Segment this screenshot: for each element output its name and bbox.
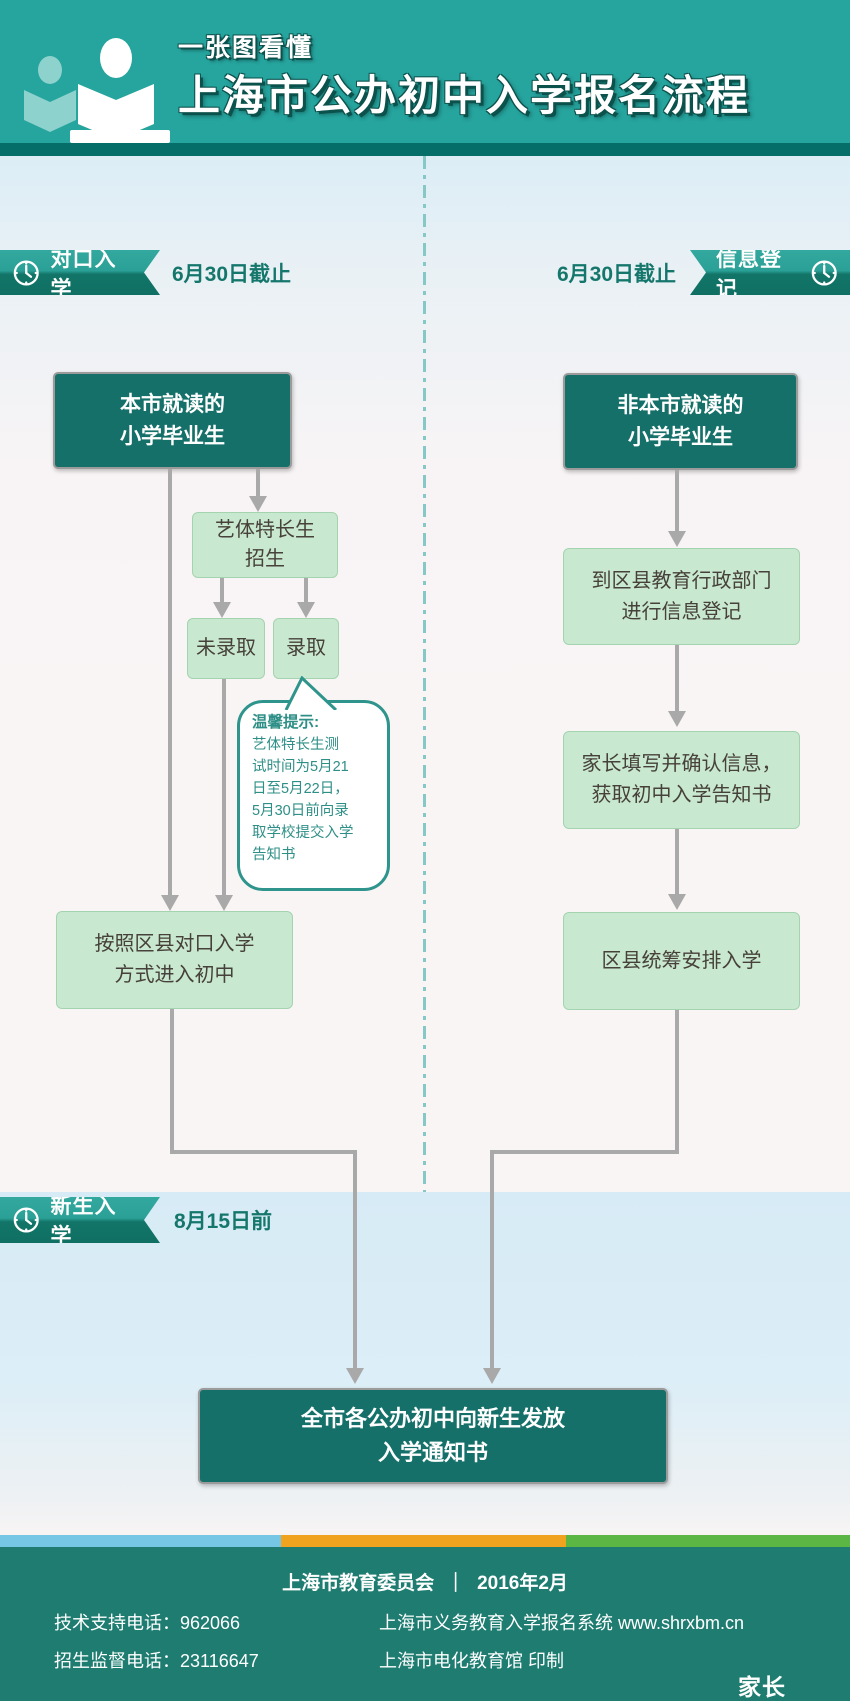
tip-title: 温馨提示: — [252, 714, 320, 731]
connector-arrowhead — [297, 602, 315, 618]
deadline-xinxi: 6月30日截止 — [557, 262, 677, 286]
footer-printer: 上海市电化教育馆 印制 — [379, 1651, 564, 1671]
node-admitted: 录取 — [273, 618, 339, 679]
page-title: 上海市公办初中入学报名流程 — [178, 72, 751, 119]
node-district-placement: 按照区县对口入学 方式进入初中 — [56, 911, 293, 1009]
connector-line — [222, 679, 226, 895]
connector-arrowhead — [215, 895, 233, 911]
accent-stripe-orange — [281, 1535, 566, 1547]
connector-line — [675, 829, 679, 894]
node-parent-confirm: 家长填写并确认信息， 获取初中入学告知书 — [563, 731, 800, 829]
phase-label: 新生入学 — [50, 1195, 117, 1248]
node-nonlocal-graduates: 非本市就读的 小学毕业生 — [563, 373, 798, 470]
footer-supervision-phone: 招生监督电话：23116647 — [54, 1651, 259, 1671]
footer-committee: 上海市教育委员会 — [282, 1573, 435, 1594]
clock-icon — [811, 259, 837, 286]
readers-icon — [24, 38, 170, 143]
node-final-notice: 全市各公办初中向新生发放 入学通知书 — [198, 1388, 668, 1484]
connector-arrowhead — [161, 895, 179, 911]
node-art-recruit: 艺体特长生 招生 — [192, 512, 338, 578]
connector-line — [675, 645, 679, 711]
connector-line — [353, 1150, 357, 1368]
connector-line — [675, 1010, 679, 1154]
connector-arrowhead — [346, 1368, 364, 1384]
clock-icon — [12, 258, 40, 288]
connector-line — [490, 1150, 679, 1154]
accent-stripe-green — [566, 1535, 850, 1547]
node-overall-arrangement: 区县统筹安排入学 — [563, 912, 800, 1010]
footer-support-phone: 技术支持电话：962066 — [54, 1613, 241, 1633]
phase-banner-xinsheng: 新生入学 — [0, 1197, 160, 1243]
node-register-info: 到区县教育行政部门 进行信息登记 — [563, 548, 800, 645]
phase-banner-xinxi: 信息登记 — [690, 250, 850, 295]
footer-separator: ｜ — [446, 1573, 466, 1594]
node-local-graduates: 本市就读的 小学毕业生 — [53, 372, 292, 469]
header-subtitle: 一张图看懂 — [178, 34, 314, 62]
connector-line — [490, 1150, 494, 1368]
connector-line — [170, 1009, 174, 1154]
connector-line — [256, 469, 260, 496]
accent-stripe-blue — [0, 1535, 281, 1547]
jzb-logo: 家长帮 jzb.com — [738, 1668, 850, 1701]
connector-line — [170, 1150, 357, 1154]
footer-system-name: 上海市义务教育入学报名系统 www.shrxbm.cn — [379, 1613, 745, 1633]
footer-date: 2016年2月 — [477, 1573, 568, 1594]
jzb-logo-name: 家长帮 — [738, 1674, 786, 1700]
connector-arrowhead — [668, 531, 686, 547]
phase-label: 对口入学 — [50, 247, 117, 301]
header-accent-strip — [0, 143, 850, 156]
connector-line — [675, 470, 679, 531]
deadline-xinsheng: 8月15日前 — [174, 1210, 273, 1233]
phase-label: 信息登记 — [716, 247, 782, 301]
footer-band — [0, 1547, 850, 1701]
connector-arrowhead — [668, 711, 686, 727]
phase-banner-duikou: 对口入学 — [0, 250, 160, 295]
connector-line — [168, 469, 172, 895]
column-divider-dashed-line — [423, 156, 426, 1192]
tip-body: 艺体特长生测 试时间为5月21 日至5月22日， 5月30日前向录 取学校提交入… — [252, 737, 354, 863]
tip-bubble-tail — [284, 676, 338, 710]
connector-arrowhead — [668, 894, 686, 910]
connector-arrowhead — [249, 496, 267, 512]
footer-committee-line: 上海市教育委员会 ｜ 2016年2月 — [0, 1568, 850, 1595]
connector-arrowhead — [483, 1368, 501, 1384]
node-not-admitted: 未录取 — [187, 618, 265, 679]
deadline-duikou: 6月30日截止 — [172, 262, 292, 286]
tip-bubble: 温馨提示: 艺体特长生测 试时间为5月21 日至5月22日， 5月30日前向录 … — [237, 700, 390, 891]
connector-line — [220, 578, 224, 602]
clock-icon — [12, 1205, 40, 1235]
connector-arrowhead — [213, 602, 231, 618]
connector-line — [304, 578, 308, 602]
